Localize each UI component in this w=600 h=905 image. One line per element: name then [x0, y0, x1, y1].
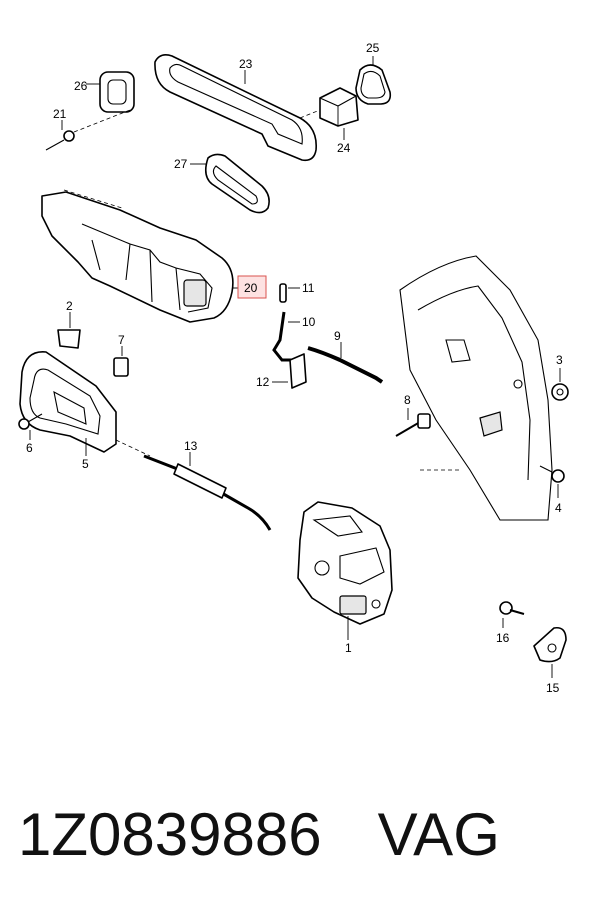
callout-4: 4	[555, 501, 562, 515]
part-21-screw	[45, 109, 131, 151]
part-26-gasket	[86, 71, 135, 113]
callout-6: 6	[26, 441, 33, 455]
part-6-screw	[18, 413, 43, 440]
door-frame-section	[399, 255, 553, 521]
part-7-clip-nut	[113, 346, 129, 377]
part-9-link-rod	[307, 342, 384, 384]
callout-11: 11	[302, 281, 315, 295]
callout-9: 9	[334, 329, 341, 343]
callout-16: 16	[496, 631, 510, 645]
callout-7: 7	[118, 333, 125, 347]
part-3-grommet	[551, 368, 569, 401]
part-number-footer: 1Z0839886 VAG	[18, 795, 588, 875]
part-24-end-cap	[299, 87, 359, 140]
part-2-clip	[57, 312, 81, 349]
part-5-inner-handle	[19, 351, 151, 457]
callout-10: 10	[302, 315, 316, 329]
part-8-retainer	[395, 408, 431, 437]
callout-20: 20	[244, 281, 258, 295]
part-23-outer-handle	[154, 54, 317, 162]
part-number: 1Z0839886	[18, 801, 322, 868]
part-1-door-lock	[297, 501, 393, 640]
callout-12: 12	[256, 375, 270, 389]
highlight-box-20	[237, 275, 267, 299]
callout-13: 13	[184, 439, 198, 453]
callout-8: 8	[404, 393, 411, 407]
callout-25: 25	[366, 41, 380, 55]
exploded-parts-diagram: 26 23 25 24 21 27 20 11 10 9 12 2 7 6 5 …	[18, 41, 569, 695]
callout-15: 15	[546, 681, 560, 695]
callout-26: 26	[74, 79, 88, 93]
callout-27: 27	[174, 157, 188, 171]
callout-1: 1	[345, 641, 352, 655]
part-10-rod	[272, 311, 300, 362]
callout-23: 23	[239, 57, 253, 71]
callout-3: 3	[556, 353, 563, 367]
callout-2: 2	[66, 299, 73, 313]
part-25-end-gasket	[355, 56, 392, 105]
part-13-bowden-cable	[143, 452, 272, 531]
part-20-handle-bracket	[41, 189, 240, 323]
brand-name: VAG	[377, 801, 500, 868]
callout-24: 24	[337, 141, 351, 155]
part-27-gasket	[190, 153, 270, 214]
part-16-screw	[499, 601, 525, 628]
part-11-pin	[279, 283, 300, 303]
callout-5: 5	[82, 457, 89, 471]
part-12-clip	[272, 353, 307, 389]
part-4-bolt	[539, 465, 565, 498]
callout-21: 21	[53, 107, 67, 121]
part-15-striker	[533, 626, 567, 678]
